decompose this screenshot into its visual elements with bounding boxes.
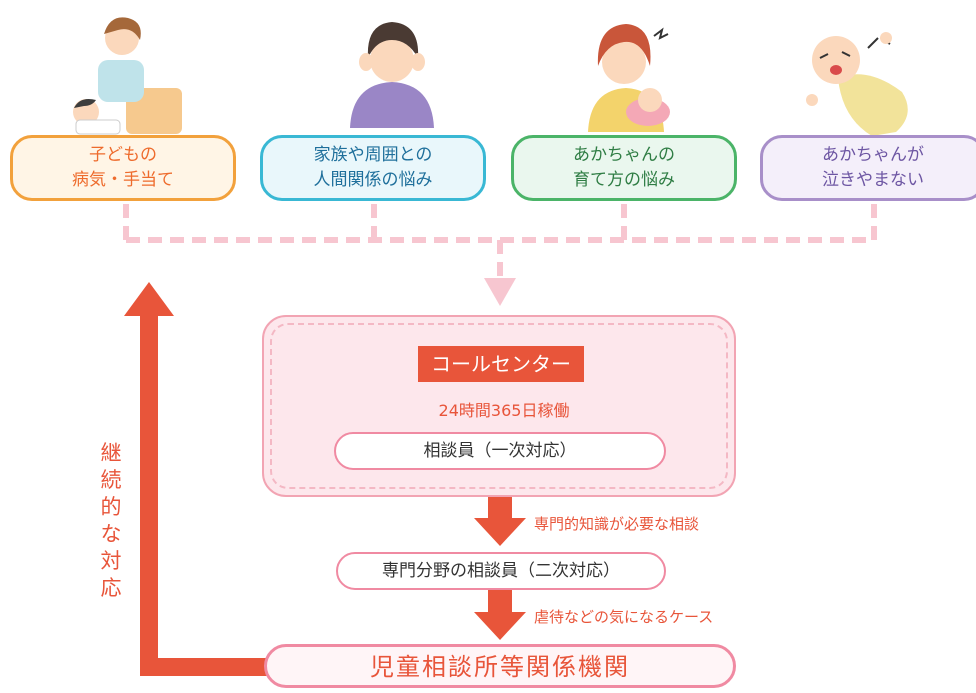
category-baby-raising: あかちゃんの 育て方の悩み	[511, 135, 737, 201]
category-line-1: あかちゃんの	[573, 145, 675, 165]
call-center-hours: 24時間365日稼働	[438, 401, 570, 420]
first-response-box: 相談員（一次対応）	[334, 432, 666, 470]
category-family-relations: 家族や周囲との 人間関係の悩み	[260, 135, 486, 201]
escalation-arrow-2	[474, 590, 526, 640]
category-line-2: 育て方の悩み	[573, 170, 675, 190]
side-label-char: 継	[100, 441, 122, 465]
side-label-char: 続	[100, 468, 122, 492]
category-line-1: 家族や周囲との	[313, 145, 433, 165]
category-line-1: 子どもの	[89, 145, 157, 165]
side-label-char: な	[100, 522, 122, 546]
category-baby-crying: あかちゃんが 泣きやまない	[760, 135, 976, 201]
category-line-1: あかちゃんが	[822, 145, 924, 165]
category-line-2: 病気・手当て	[72, 170, 174, 190]
escalation-note-1: 専門的知識が必要な相談	[534, 515, 700, 533]
side-label-char: 的	[100, 495, 122, 519]
crying-baby-illustration	[806, 32, 908, 136]
continuous-support-label: 継 続 的 な 対 応	[98, 440, 124, 602]
nurse-child-illustration	[73, 17, 182, 135]
stressed-parent-illustration	[350, 22, 434, 128]
escalation-note-2: 虐待などの気になるケース	[534, 608, 714, 626]
category-line-2: 泣きやまない	[822, 170, 924, 190]
second-response-box: 専門分野の相談員（二次対応）	[336, 552, 666, 590]
category-child-illness: 子どもの 病気・手当て	[10, 135, 236, 201]
side-label-char: 対	[100, 549, 122, 573]
connector-arrowhead	[484, 278, 516, 306]
escalation-arrow-1	[474, 496, 526, 546]
return-arrow	[124, 282, 270, 676]
agency-box: 児童相談所等関係機関	[264, 644, 736, 688]
connector-lines	[123, 204, 877, 278]
category-line-2: 人間関係の悩み	[313, 170, 433, 190]
side-label-char: 応	[100, 576, 122, 600]
mother-baby-illustration	[588, 24, 670, 132]
call-center-title: コールセンター	[418, 346, 584, 382]
